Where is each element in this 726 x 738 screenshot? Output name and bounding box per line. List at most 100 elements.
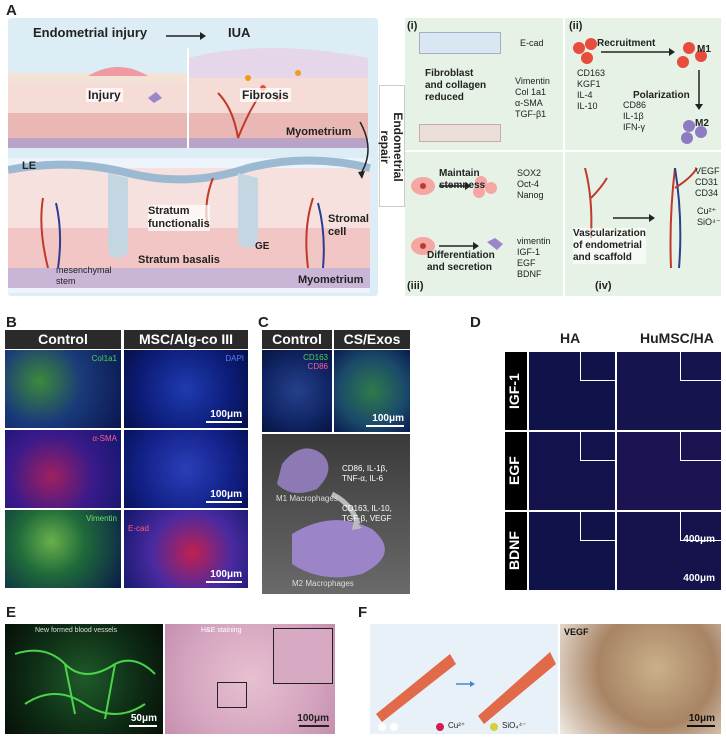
endometrial-injury-title: Endometrial injury bbox=[33, 25, 148, 40]
macrophage-illustration bbox=[573, 38, 707, 144]
c-m1-label: M1 Macrophages bbox=[276, 494, 338, 503]
c-image-control: CD163 CD86 bbox=[262, 350, 332, 432]
b-image-col1a1-control: Col1a1 bbox=[5, 350, 121, 428]
b-image-asma-control: α-SMA bbox=[5, 430, 121, 508]
myometrium-top-label: Myometrium bbox=[286, 126, 352, 138]
b-image-asma-treated: 100μm bbox=[124, 430, 248, 508]
e-image-he: H&E staining 100μm bbox=[165, 624, 335, 734]
mesenchymal-stem-label: mesenchymal stem bbox=[56, 265, 112, 286]
b-scale-2: 100μm bbox=[210, 489, 242, 500]
e-he-label: H&E staining bbox=[201, 627, 242, 634]
differentiation-label: Differentiation and secretion bbox=[427, 250, 495, 273]
d-row-egf-label: EGF bbox=[506, 456, 522, 486]
c-header-control: Control bbox=[262, 330, 332, 349]
panel-a-left-schematic: Endometrial injury IUA Injury Fibrosis M… bbox=[7, 18, 378, 296]
stain-vimentin: Vimentin bbox=[86, 514, 117, 523]
curved-arrow-icon bbox=[358, 121, 369, 179]
e-scale-2: 100μm bbox=[297, 713, 329, 724]
stain-ecad: E-cad bbox=[128, 524, 149, 533]
stain-dapi: DAPI bbox=[225, 354, 244, 363]
d-image-bdnf-ha bbox=[529, 512, 615, 590]
fibrosis-label: Fibrosis bbox=[240, 88, 291, 102]
b-header-treatment: MSC/Alg-co III bbox=[124, 330, 248, 349]
b-scale-1: 100μm bbox=[210, 409, 242, 420]
ecad-label: E-cad bbox=[520, 38, 544, 48]
iua-label: IUA bbox=[228, 25, 251, 40]
panel-d-label: D bbox=[470, 314, 481, 331]
d-image-igf1-ha bbox=[529, 352, 615, 430]
stain-cd86: CD86 bbox=[307, 362, 328, 371]
e-scale-1: 50μm bbox=[130, 713, 157, 724]
mech-ii-num: (ii) bbox=[569, 20, 583, 32]
d-image-igf1-humsc bbox=[617, 352, 721, 430]
m2-markers: CD163 KGF1 IL-4 IL-10 bbox=[577, 68, 606, 111]
mech-iii-num: (iii) bbox=[407, 280, 424, 292]
iv-markers: VEGF CD31 CD34 bbox=[695, 166, 720, 198]
f-scale: 10μm bbox=[688, 713, 715, 724]
scaffold-strands bbox=[376, 652, 556, 731]
c-m2-label: M2 Macrophages bbox=[292, 579, 354, 588]
b-image-col1a1-treated: DAPI 100μm bbox=[124, 350, 248, 428]
m1-markers: CD86 IL-1β IFN-γ bbox=[623, 100, 647, 132]
recruitment-label: Recruitment bbox=[597, 38, 656, 49]
d-row-igf1-label: IGF-1 bbox=[506, 373, 522, 409]
le-label: LE bbox=[22, 160, 37, 172]
mech-i-num: (i) bbox=[407, 20, 418, 32]
panel-e-label: E bbox=[6, 604, 17, 621]
ge-label: GE bbox=[255, 241, 270, 252]
b-image-vimentin-control: Vimentin bbox=[5, 510, 121, 588]
stromal-cell-label: Stromal cell bbox=[328, 213, 369, 238]
diff-markers: vimentin IGF-1 EGF BDNF bbox=[517, 236, 551, 279]
c-scale: 100μm bbox=[372, 413, 404, 424]
d-scale-main: 400μm bbox=[683, 573, 715, 584]
b-image-vimentin-treated: E-cad 100μm bbox=[124, 510, 248, 588]
d-image-egf-humsc bbox=[617, 432, 721, 510]
stain-asma: α-SMA bbox=[92, 434, 117, 443]
d-image-egf-ha bbox=[529, 432, 615, 510]
f-image-vegf: VEGF 10μm bbox=[560, 624, 721, 734]
macrophage-shape-illustration bbox=[277, 448, 385, 578]
injury-label: Injury bbox=[86, 88, 123, 102]
stratum-functionalis-label: Stratum functionalis bbox=[148, 205, 210, 231]
panel-c-label: C bbox=[258, 314, 269, 331]
m2-label: M2 bbox=[695, 118, 709, 129]
c-image-treated: 100μm bbox=[334, 350, 410, 432]
tissue-icon bbox=[419, 32, 501, 54]
e-vessels-label: New formed blood vessels bbox=[35, 627, 118, 634]
stain-cd163: CD163 bbox=[303, 353, 328, 362]
d-row-igf1-label-box bbox=[505, 352, 527, 430]
e-image-vessels: New formed blood vessels 50μm bbox=[5, 624, 163, 734]
d-header-ha: HA bbox=[560, 330, 581, 346]
m1-label: M1 bbox=[697, 44, 711, 55]
b-scale-3: 100μm bbox=[210, 569, 242, 580]
maintain-stemness-label: Maintain stemness bbox=[439, 168, 486, 191]
i-markers: Vimentin Col 1a1 α-SMA TGF-β1 bbox=[515, 76, 550, 119]
d-scale-inset: 400μm bbox=[683, 534, 715, 545]
vessel-network bbox=[14, 649, 156, 720]
f-cu-label: Cu²⁺ bbox=[448, 721, 466, 730]
fibroblast-collagen-label: Fibroblast and collagen reduced bbox=[425, 68, 487, 103]
mechanism-grid: (i) E-cad Fibroblast and collagen reduce… bbox=[405, 18, 721, 296]
f-scaffold-illustration: Cu²⁺ SiO₄⁴⁻ bbox=[370, 624, 558, 734]
d-image-bdnf-humsc: 400μm 400μm bbox=[617, 512, 721, 590]
d-row-bdnf-label-box bbox=[505, 512, 527, 590]
stratum-basalis-label: Stratum basalis bbox=[138, 254, 220, 266]
tissue-icon bbox=[419, 124, 501, 142]
mech-iv-num: (iv) bbox=[595, 280, 612, 292]
endometrium-illustration bbox=[7, 48, 371, 293]
panel-a-label: A bbox=[6, 2, 17, 19]
vascularization-label: Vascularization of endometrial and scaff… bbox=[573, 228, 646, 264]
panel-b-label: B bbox=[6, 314, 17, 331]
d-header-humsc: HuMSC/HA bbox=[640, 330, 714, 346]
stain-col1a1: Col1a1 bbox=[91, 354, 117, 363]
f-sio-label: SiO₄⁴⁻ bbox=[502, 721, 527, 730]
stem-markers: SOX2 Oct-4 Nanog bbox=[517, 168, 544, 200]
d-row-bdnf-label: BDNF bbox=[506, 531, 522, 571]
c-header-treatment: CS/Exos bbox=[334, 330, 410, 349]
c-m1-markers: CD86, IL-1β, TNF-α, IL-6 bbox=[342, 464, 388, 483]
d-row-egf-label-box bbox=[505, 432, 527, 510]
panel-f-label: F bbox=[358, 604, 368, 621]
f-vegf-label: VEGF bbox=[564, 627, 589, 637]
c-m2-markers: CD163, IL-10, TGF-β, VEGF bbox=[342, 504, 392, 523]
b-header-control: Control bbox=[5, 330, 121, 349]
